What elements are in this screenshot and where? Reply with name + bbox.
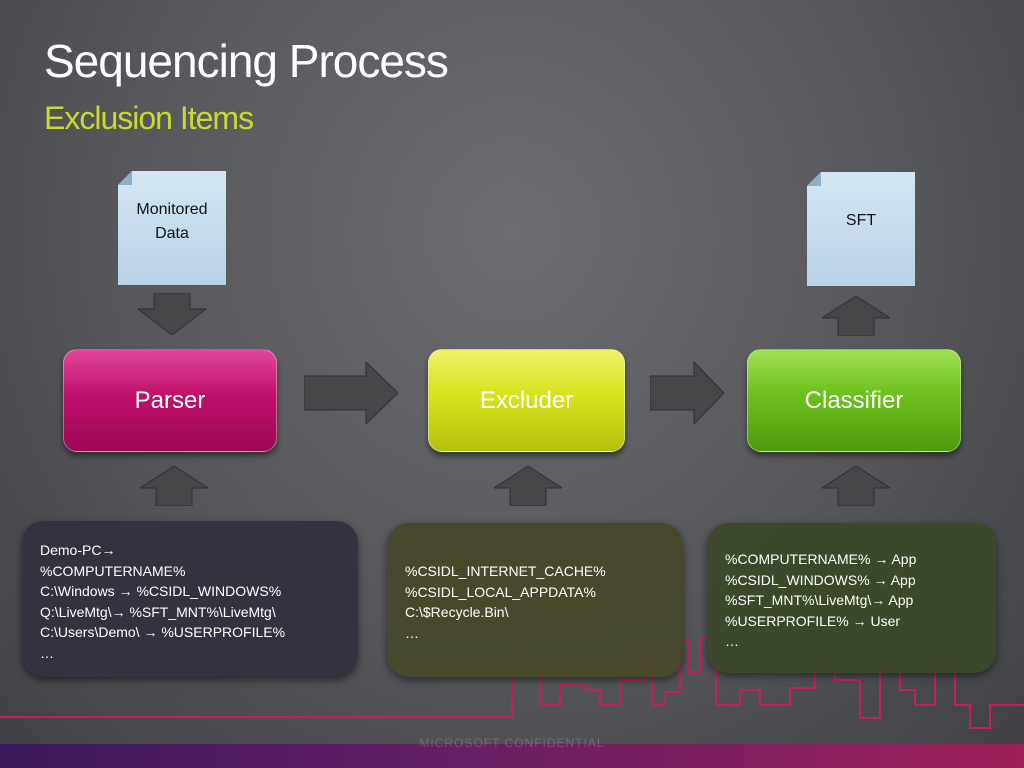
slide-subtitle: Exclusion Items <box>44 100 254 136</box>
parser-panel-line: C:\Windows → %CSIDL_WINDOWS% <box>40 583 282 599</box>
parser-panel-line: … <box>40 644 54 661</box>
sft-label: SFT <box>845 212 877 229</box>
classifier-mapping-panel: %COMPUTERNAME% → App %CSIDL_WINDOWS% → A… <box>707 523 996 673</box>
monitored-data-label-line-2: Data <box>155 225 189 242</box>
parser-stage-box: Parser <box>63 349 277 452</box>
footer-bar <box>0 744 1024 768</box>
arrow-down-monitored-to-parser <box>138 293 206 335</box>
parser-panel-line: %COMPUTERNAME% <box>40 562 186 579</box>
excluder-panel-line: C:\$Recycle.Bin\ <box>405 604 509 620</box>
parser-mapping-panel: Demo-PC→ %COMPUTERNAME% C:\Windows → %CS… <box>22 521 358 677</box>
arrow-up-parser-panel-to-parser <box>140 466 208 506</box>
arrow-up-classifier-panel-to-classifier <box>822 466 890 506</box>
classifier-panel-line: %USERPROFILE% → User <box>725 612 901 629</box>
classifier-panel-line: %SFT_MNT%\LiveMtg\→ App <box>725 592 914 608</box>
classifier-panel-line: %COMPUTERNAME% → App <box>725 551 917 567</box>
excluder-panel-line: … <box>405 624 419 641</box>
confidential-footer-text: MICROSOFT CONFIDENTIAL <box>419 736 605 750</box>
arrow-up-classifier-to-sft <box>822 296 890 336</box>
excluder-stage-label: Excluder <box>479 386 574 414</box>
classifier-panel-line: %CSIDL_WINDOWS% → App <box>725 571 916 588</box>
parser-panel-line: Demo-PC→ <box>40 542 116 558</box>
classifier-stage-label: Classifier <box>804 386 904 414</box>
excluder-stage-box: Excluder <box>428 349 625 452</box>
parser-stage-label: Parser <box>134 386 206 414</box>
excluder-panel-line: %CSIDL_LOCAL_APPDATA% <box>405 583 596 600</box>
sft-document: SFT <box>807 172 915 286</box>
monitored-data-document: Monitored Data <box>118 171 226 285</box>
arrow-right-parser-to-excluder <box>304 362 398 424</box>
classifier-stage-box: Classifier <box>747 349 961 452</box>
arrow-up-excluder-panel-to-excluder <box>494 466 562 506</box>
classifier-panel-line: … <box>725 633 739 649</box>
excluder-exclusion-panel: %CSIDL_INTERNET_CACHE% %CSIDL_LOCAL_APPD… <box>387 523 683 677</box>
arrow-right-excluder-to-classifier <box>650 362 724 424</box>
slide-title: Sequencing Process <box>44 35 449 87</box>
monitored-data-label-line-1: Monitored <box>136 201 208 218</box>
parser-panel-line: Q:\LiveMtg\→ %SFT_MNT%\LiveMtg\ <box>40 603 276 620</box>
parser-panel-line: C:\Users\Demo\ → %USERPROFILE% <box>40 624 286 640</box>
excluder-panel-line: %CSIDL_INTERNET_CACHE% <box>405 563 606 579</box>
